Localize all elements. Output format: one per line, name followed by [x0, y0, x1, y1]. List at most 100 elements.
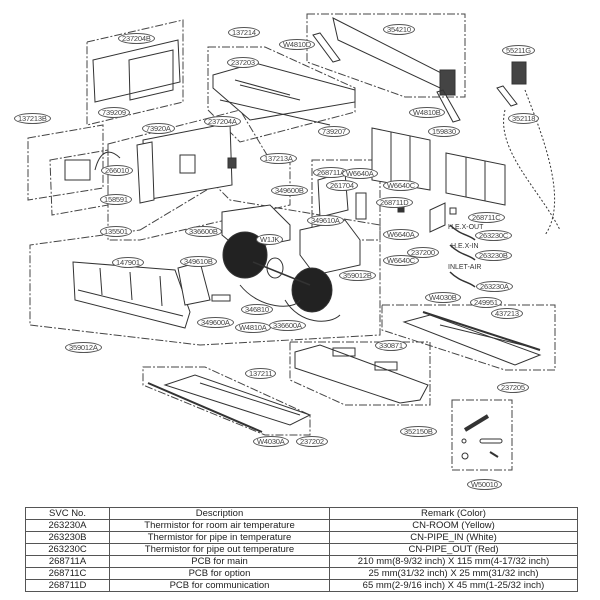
- part-callout-73920a: 73920A: [142, 123, 175, 134]
- part-callout-349600a: 349600A: [197, 317, 234, 328]
- part-callout-359012b: 359012B: [339, 270, 376, 281]
- cell-remark: 65 mm(2-9/16 inch) X 45 mm(1-25/32 inch): [329, 579, 578, 592]
- duct-354210: [312, 17, 461, 123]
- cell-remark: CN-PIPE_IN (White): [329, 531, 578, 544]
- part-callout-263230a: 263230A: [476, 281, 513, 292]
- exploded-parts-diagram: [27, 13, 561, 471]
- part-callout-w4030a: W4030A: [253, 436, 289, 447]
- cell-remark: CN-ROOM (Yellow): [329, 519, 578, 532]
- outline-right-filter: [381, 304, 556, 371]
- part-callout-268711d: 268711D: [376, 197, 413, 208]
- panel-147901: [72, 261, 231, 329]
- part-callout-w4810a: W4810A: [235, 322, 271, 333]
- panel-237204A: [136, 122, 237, 204]
- part-callout-w50010: W50010: [467, 479, 502, 490]
- part-callout-135501: 135501: [100, 226, 132, 237]
- part-callout-237204a: 237204A: [204, 116, 241, 127]
- outline-top-plate: [207, 46, 356, 143]
- part-callout-137213b: 137213B: [14, 113, 51, 124]
- part-callout-55211g: 55211G: [502, 45, 535, 56]
- outline-pcb-group: [311, 159, 381, 241]
- part-callout-158591: 158591: [100, 194, 132, 205]
- outline-pcb-panel: [107, 109, 291, 241]
- part-callout-263230c: 263230C: [475, 230, 513, 241]
- part-callout-336600b: 336600B: [185, 226, 222, 237]
- panel-237204B: [92, 39, 181, 103]
- header-remark: Remark (Color): [329, 507, 578, 520]
- control-box: [64, 151, 121, 181]
- annotation-hex-in: H.E.X-IN: [451, 243, 479, 250]
- part-callout-137211: 137211: [245, 368, 277, 379]
- part-callout-349600b: 349600B: [271, 185, 308, 196]
- part-callout-w6640a: W6640A: [342, 168, 378, 179]
- part-callout-437213: 437213: [491, 308, 523, 319]
- cell-remark: CN-PIPE_OUT (Red): [329, 543, 578, 556]
- outline-drain-pan: [289, 341, 431, 406]
- cell-remark: 25 mm(31/32 inch) X 25 mm(31/32 inch): [329, 567, 578, 580]
- cell-description: Thermistor for pipe out temperature: [109, 543, 330, 556]
- part-callout-352118: 352118: [508, 113, 540, 124]
- cell-svc-no: 268711A: [25, 555, 110, 568]
- outline-control-box: [27, 124, 104, 201]
- header-svc-no: SVC No.: [25, 507, 110, 520]
- part-callout-263230b: 263230B: [475, 250, 512, 261]
- part-callout-237203: 237203: [227, 57, 259, 68]
- filter-437213: [402, 311, 542, 366]
- part-callout-w1jk: W1JK: [256, 234, 284, 245]
- table-row: 268711C PCB for option 25 mm(31/32 inch)…: [25, 567, 578, 580]
- outline-fan-assembly: [29, 184, 381, 346]
- table-row: 268711D PCB for communication 65 mm(2-9/…: [25, 579, 578, 592]
- drain-pan-330871: [294, 344, 429, 404]
- table-header-row: SVC No. Description Remark (Color): [25, 507, 578, 520]
- part-callout-346810: 346810: [241, 304, 273, 315]
- part-callout-137214: 137214: [228, 27, 260, 38]
- part-callout-359012a: 359012A: [65, 342, 102, 353]
- part-callout-354210: 354210: [383, 24, 415, 35]
- cell-svc-no: 268711D: [25, 579, 110, 592]
- part-callout-349610b: 349610B: [180, 256, 217, 267]
- hardware-kit-W50010: [461, 414, 503, 460]
- part-callout-237205: 237205: [497, 382, 529, 393]
- part-callout-336600a: 336600A: [269, 320, 306, 331]
- header-description: Description: [109, 507, 330, 520]
- table-row: 263230B Thermistor for pipe in temperatu…: [25, 531, 578, 544]
- cell-description: Thermistor for pipe in temperature: [109, 531, 330, 544]
- filters-159830: [371, 127, 506, 206]
- part-callout-266010: 266010: [101, 165, 133, 176]
- part-callout-w4810d: W4810D: [279, 39, 315, 50]
- annotation-hex-out: H.E.X-OUT: [448, 224, 484, 231]
- part-callout-w4810b: W4810B: [409, 107, 445, 118]
- part-callout-w6640c: W6640C: [383, 180, 419, 191]
- table-row: 263230A Thermistor for room air temperat…: [25, 519, 578, 532]
- table-row: 263230C Thermistor for pipe out temperat…: [25, 543, 578, 556]
- group-outlines: [27, 13, 556, 471]
- part-callout-249951: 249951: [470, 297, 502, 308]
- plate-237203: [212, 62, 356, 126]
- filter-137211: [147, 374, 312, 433]
- part-callout-w6640c: W6640C: [383, 255, 419, 266]
- outline-bottom-filter: [142, 366, 311, 436]
- table-row: 268711A PCB for main 210 mm(8-9/32 inch)…: [25, 555, 578, 568]
- cell-description: PCB for communication: [109, 579, 330, 592]
- annotation-inlet-air: INLET-AIR: [448, 264, 482, 271]
- cell-remark: 210 mm(8-9/32 inch) X 115 mm(4-17/32 inc…: [329, 555, 578, 568]
- part-callout-237204b: 237204B: [118, 33, 155, 44]
- cell-description: Thermistor for room air temperature: [109, 519, 330, 532]
- part-callout-268711c: 268711C: [468, 212, 505, 223]
- part-callout-739207: 739207: [318, 126, 350, 137]
- part-callout-352150b: 352150B: [400, 426, 437, 437]
- part-callout-159830: 159830: [428, 126, 460, 137]
- part-callout-330871: 330871: [375, 340, 407, 351]
- connector-55211G: [496, 61, 561, 236]
- part-callout-349610a: 349610A: [307, 215, 344, 226]
- part-callout-w6640a: W6640A: [383, 229, 419, 240]
- parts-table: SVC No. Description Remark (Color) 26323…: [25, 507, 578, 592]
- cell-description: PCB for option: [109, 567, 330, 580]
- cell-svc-no: 263230C: [25, 543, 110, 556]
- part-callout-237202: 237202: [296, 436, 328, 447]
- part-callout-137213a: 137213A: [260, 153, 297, 164]
- cell-description: PCB for main: [109, 555, 330, 568]
- cell-svc-no: 268711C: [25, 567, 110, 580]
- outline-hardware-kit: [451, 399, 513, 471]
- part-callout-w4030b: W4030B: [425, 292, 461, 303]
